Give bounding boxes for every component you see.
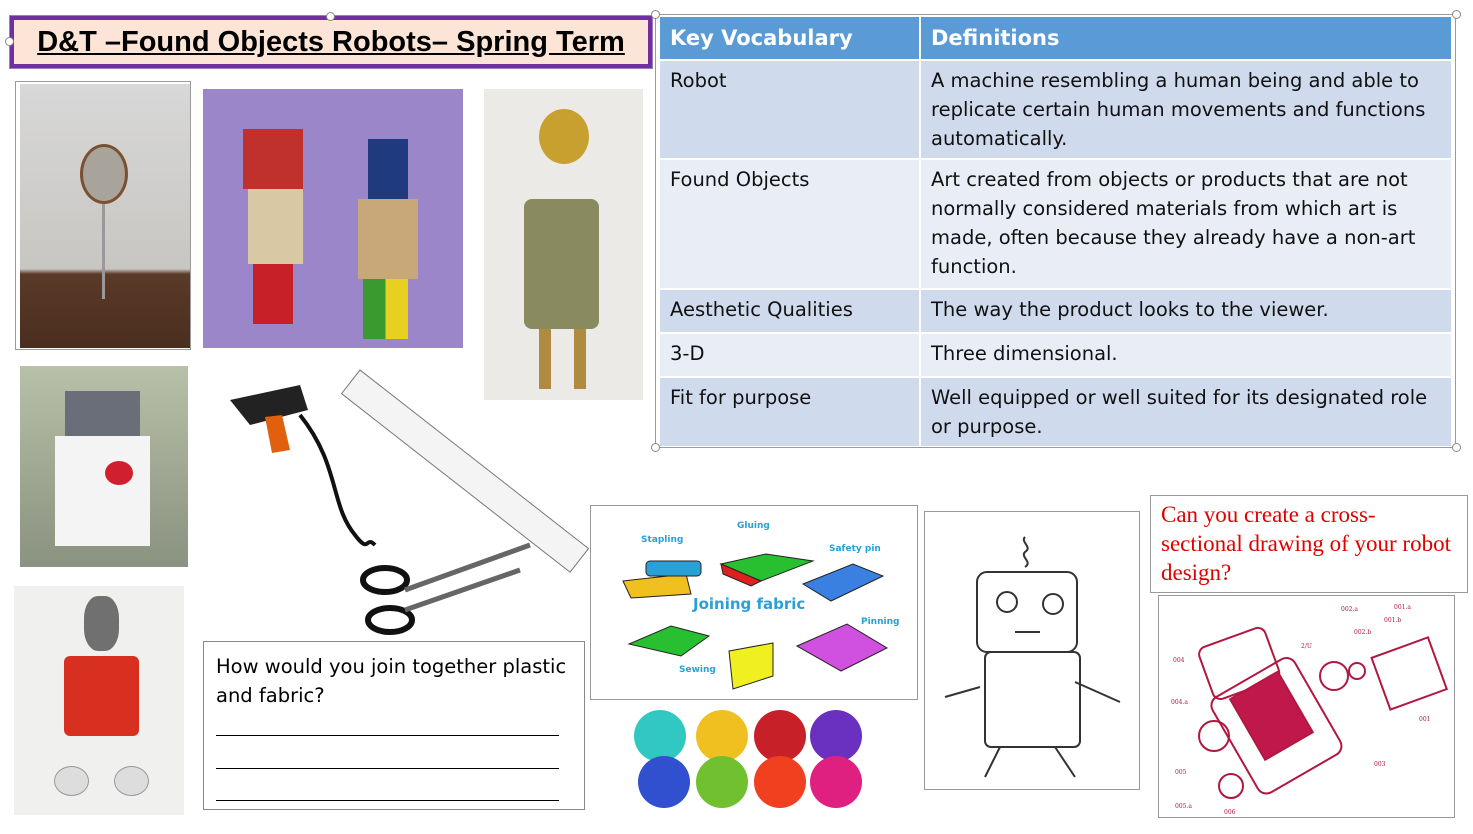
svg-text:005: 005 [1175, 769, 1187, 776]
diagram-labels: 001.a 001.b 002.a 002.b 2/U 004 004.a 003 00… [1171, 604, 1430, 816]
pinning-label: Pinning [861, 617, 899, 627]
page-title: D&T –Found Objects Robots– Spring Term [37, 25, 625, 58]
svg-text:001: 001 [1419, 716, 1430, 723]
cross-section-prompt[interactable]: Can you create a cross-sectional drawing… [1150, 495, 1468, 593]
stapling-label: Stapling [641, 535, 683, 545]
ruler-image [340, 369, 590, 573]
exploded-robot-diagram[interactable]: 001.a 001.b 002.a 002.b 2/U 004 004.a 003 00… [1158, 595, 1455, 818]
robot-sketch [944, 536, 1121, 778]
fork-robot-photo[interactable] [20, 84, 190, 348]
resize-handle[interactable] [326, 12, 335, 21]
term-cell: Robot [660, 59, 921, 159]
tin-robot-photo[interactable] [484, 89, 643, 400]
definition-cell: Well equipped or well suited for its des… [920, 376, 1453, 446]
definition-cell: Art created from objects or products tha… [920, 158, 1453, 289]
sewing-label: Sewing [679, 665, 716, 675]
svg-text:2/U: 2/U [1301, 643, 1312, 650]
exploded-robot-drawing [1198, 626, 1449, 799]
safety-pin-label: Safety pin [829, 544, 881, 554]
term-cell: 3-D [660, 332, 921, 377]
block-robot-photo[interactable] [20, 366, 188, 567]
glue-gun-image [230, 385, 377, 547]
resize-handle[interactable] [651, 10, 660, 19]
svg-text:002.b: 002.b [1354, 629, 1371, 636]
question-text: How would you join together plastic and … [216, 655, 567, 707]
scissors-image [360, 542, 531, 635]
definition-cell: Three dimensional. [920, 332, 1453, 377]
svg-text:003: 003 [1374, 761, 1386, 768]
svg-text:002.a: 002.a [1341, 606, 1358, 613]
title-textbox[interactable]: D&T –Found Objects Robots– Spring Term [9, 15, 653, 69]
resize-handle[interactable] [1452, 10, 1461, 19]
gluing-label: Gluing [737, 521, 770, 531]
fire-alarm-robot-photo[interactable] [14, 586, 184, 815]
term-cell: Aesthetic Qualities [660, 288, 921, 333]
fabric-title: Joining fabric [692, 595, 805, 613]
resize-handle[interactable] [651, 443, 660, 452]
selection-frame [15, 81, 191, 350]
answer-line [216, 768, 559, 769]
svg-text:006: 006 [1224, 809, 1236, 816]
paint-pots [634, 710, 862, 808]
robot-sketch-image[interactable] [924, 511, 1140, 790]
answer-line [216, 800, 559, 801]
header-term: Key Vocabulary [660, 17, 921, 60]
term-cell: Fit for purpose [660, 376, 921, 446]
resize-handle[interactable] [5, 37, 14, 46]
header-definition: Definitions [920, 17, 1453, 60]
tools-clipart[interactable] [190, 355, 610, 640]
svg-text:004.a: 004.a [1171, 699, 1188, 706]
term-cell: Found Objects [660, 158, 921, 289]
joining-fabric-image[interactable]: Stapling Gluing Safety pin Pinning Sewin… [590, 505, 918, 700]
question-textbox[interactable]: How would you join together plastic and … [203, 641, 585, 810]
svg-text:004: 004 [1173, 657, 1185, 664]
resize-handle[interactable] [1452, 443, 1461, 452]
selection-frame [655, 14, 1456, 448]
definition-cell: A machine resembling a human being and a… [920, 59, 1453, 159]
svg-text:001.b: 001.b [1384, 617, 1401, 624]
svg-text:001.a: 001.a [1394, 604, 1411, 611]
wood-robots-photo[interactable] [203, 89, 463, 348]
svg-text:005.a: 005.a [1175, 803, 1192, 810]
paint-pots-image[interactable] [630, 706, 868, 812]
answer-line [216, 735, 559, 736]
definition-cell: The way the product looks to the viewer. [920, 288, 1453, 333]
